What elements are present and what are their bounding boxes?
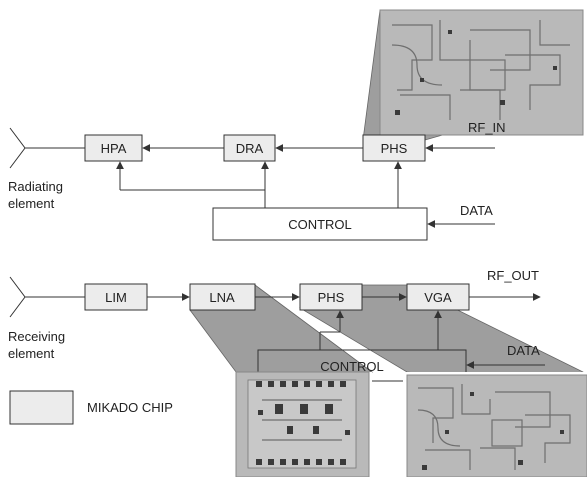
- receiving-element-label-2: element: [8, 346, 55, 361]
- lna-block: LNA: [190, 284, 255, 310]
- mikado-chip-swatch: [10, 391, 73, 424]
- lna-label: LNA: [209, 290, 235, 305]
- radiating-element-label-1: Radiating: [8, 179, 63, 194]
- mikado-chip-legend-label: MIKADO CHIP: [87, 400, 173, 415]
- hpa-label: HPA: [101, 141, 127, 156]
- dra-label: DRA: [236, 141, 264, 156]
- hpa-block: HPA: [85, 135, 142, 161]
- lim-block: LIM: [85, 284, 147, 310]
- transmit-control-label: CONTROL: [288, 217, 352, 232]
- transmit-control-block: CONTROL: [213, 208, 427, 240]
- rf-out-label: RF_OUT: [487, 268, 539, 283]
- receiving-element-label-1: Receiving: [8, 329, 65, 344]
- lim-label: LIM: [105, 290, 127, 305]
- lna-chip-photo: [233, 372, 372, 477]
- transmit-phs-block: PHS: [363, 135, 425, 161]
- rx-phs-vga-chip-photo: [403, 372, 587, 477]
- transmit-antenna: [10, 128, 85, 168]
- transmit-phs-label: PHS: [381, 141, 408, 156]
- vga-block: VGA: [407, 284, 469, 310]
- legend: MIKADO CHIP: [10, 391, 173, 424]
- transmit-data-label: DATA: [460, 203, 493, 218]
- vga-label: VGA: [424, 290, 452, 305]
- receive-phs-label: PHS: [318, 290, 345, 305]
- radiating-element-label-2: element: [8, 196, 55, 211]
- dra-block: DRA: [224, 135, 275, 161]
- receive-antenna: [10, 277, 85, 317]
- receive-data-label: DATA: [507, 343, 540, 358]
- rf-in-label: RF_IN: [468, 120, 506, 135]
- receive-phs-block: PHS: [300, 284, 362, 310]
